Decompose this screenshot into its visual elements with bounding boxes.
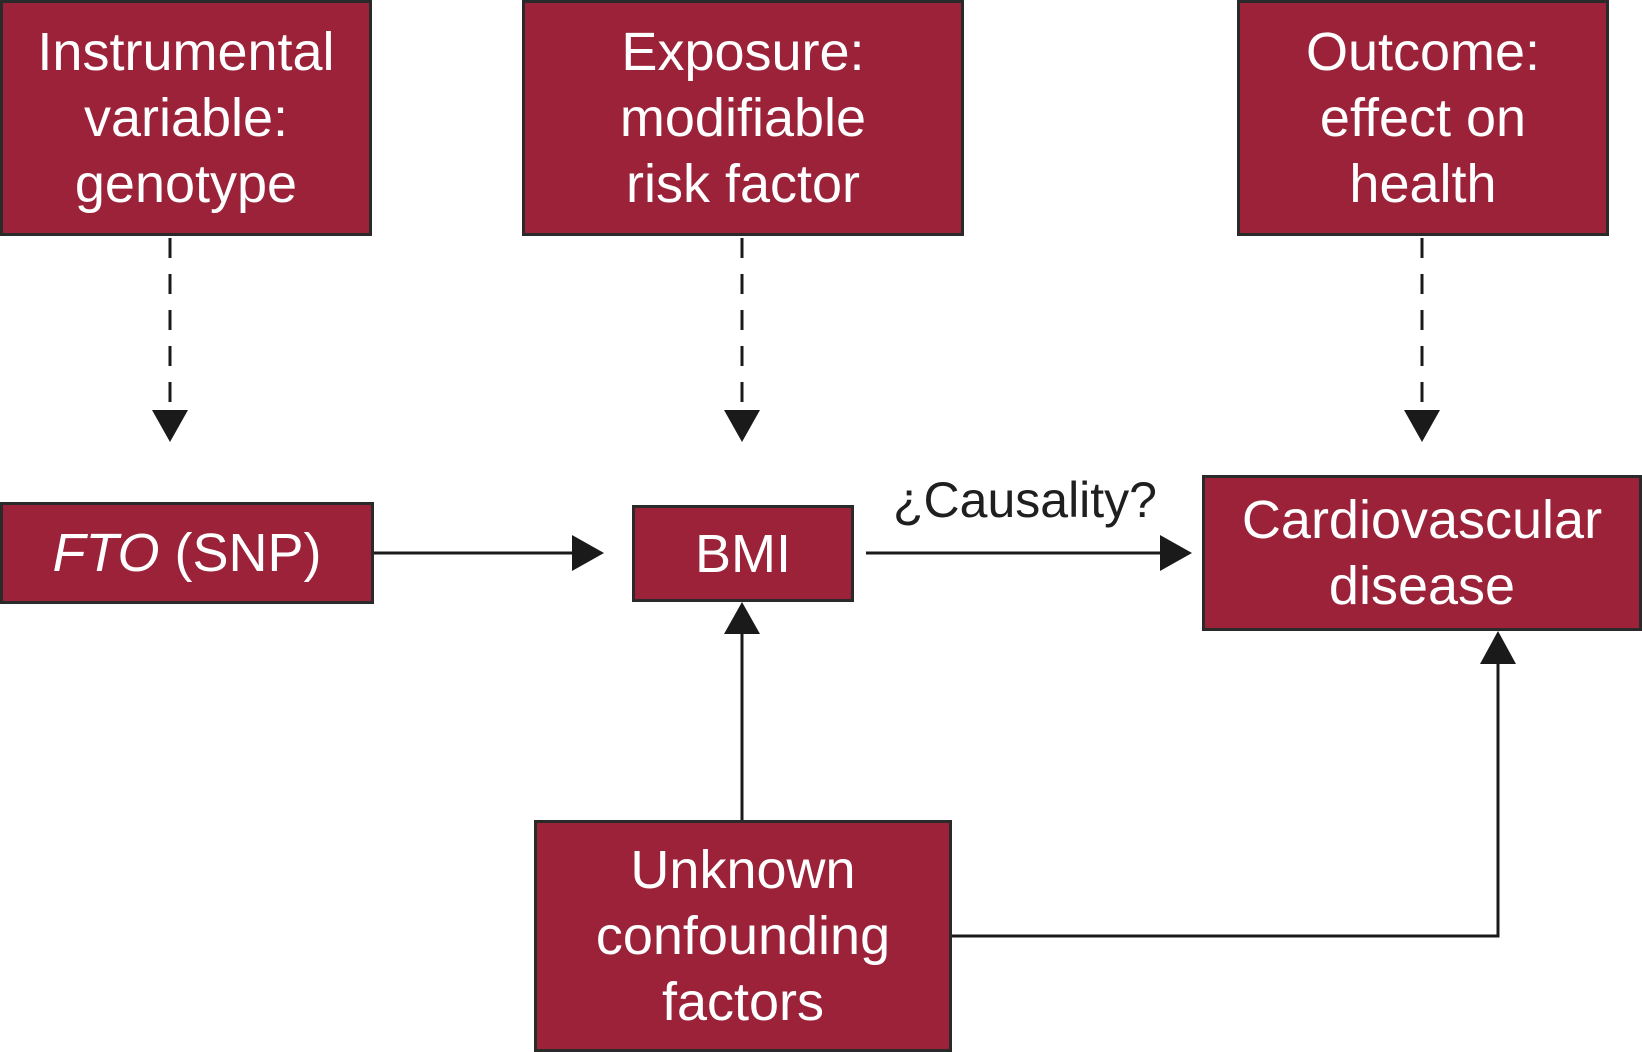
edge-outcome-to-cvd	[1404, 238, 1440, 442]
box-line: factors	[661, 972, 825, 1032]
edge-fto-to-bmi	[374, 535, 604, 571]
box-line: confounding	[595, 906, 891, 966]
cardiovascular-disease-box: Cardiovascular disease	[1202, 475, 1642, 631]
box-line: effect on	[1319, 88, 1527, 148]
bmi-label: BMI	[694, 523, 791, 584]
box-line: health	[1349, 154, 1497, 214]
box-line: modifiable	[619, 88, 867, 148]
causality-label: ¿Causality?	[893, 472, 1157, 528]
edge-exposure-to-bmi	[724, 238, 760, 442]
outcome-box: Outcome: effect on health	[1237, 0, 1609, 236]
edge-bmi-to-cvd	[866, 535, 1192, 571]
edge-confounders-to-bmi	[724, 602, 760, 820]
fto-snp-suffix: (SNP)	[159, 523, 322, 583]
edge-iv-to-fto	[152, 238, 188, 442]
instrumental-variable-box: Instrumental variable: genotype	[0, 0, 372, 236]
edge-confounders-to-cvd	[952, 631, 1516, 938]
box-line: risk factor	[625, 154, 861, 214]
box-line: Instrumental	[37, 22, 335, 82]
bmi-box: BMI	[632, 505, 854, 602]
confounding-factors-box: Unknown confounding factors	[534, 820, 952, 1052]
fto-snp-box: FTO (SNP)	[0, 502, 374, 604]
box-line: Unknown	[630, 840, 856, 900]
box-line: Outcome:	[1305, 22, 1541, 82]
box-line: Exposure:	[621, 22, 865, 82]
box-line: disease	[1328, 556, 1516, 616]
fto-gene-name: FTO	[52, 523, 160, 583]
box-line: variable:	[83, 88, 289, 148]
exposure-box: Exposure: modifiable risk factor	[522, 0, 964, 236]
box-line: genotype	[74, 154, 298, 214]
box-line: Cardiovascular	[1241, 490, 1603, 550]
